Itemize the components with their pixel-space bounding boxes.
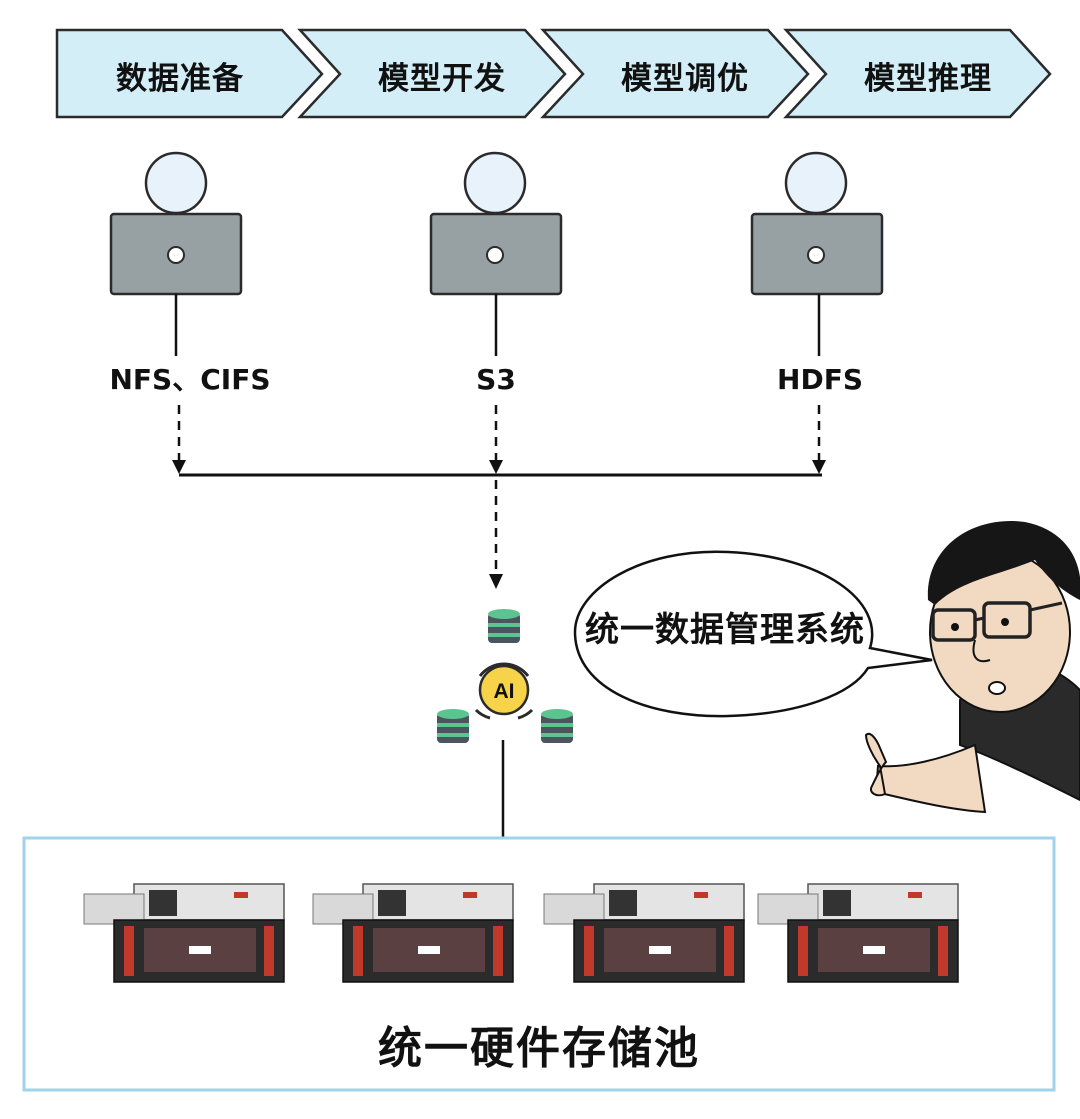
speech-bubble-text: 统一数据管理系统 — [585, 610, 865, 650]
user-head-icon — [144, 151, 208, 215]
database-icon-right — [541, 709, 573, 743]
hair — [927, 521, 1080, 605]
ai-label: AI — [494, 680, 515, 703]
user-laptop-3 — [750, 151, 884, 356]
stage-arrow-1 — [55, 28, 324, 119]
stage-label-model-inference: 模型推理 — [864, 61, 992, 97]
glasses-left-lens — [931, 608, 977, 642]
laptop-logo — [807, 246, 825, 264]
glasses-right-lens — [982, 601, 1032, 639]
ai-data-hub: AI — [437, 609, 573, 838]
storage-pool-title: 统一硬件存储池 — [378, 1023, 700, 1074]
user-head-icon — [463, 151, 527, 215]
pointing-hand-icon — [864, 732, 888, 797]
speech-bubble — [573, 550, 933, 718]
storage-server-3 — [543, 883, 745, 983]
arrow-heads — [172, 460, 826, 589]
user-laptop-2 — [429, 151, 563, 356]
dashed-arrows — [177, 405, 821, 574]
storage-pool-frame — [22, 836, 1056, 1092]
storage-server-1 — [83, 883, 285, 983]
mouth — [988, 681, 1006, 695]
protocol-label-nfs-cifs: NFS、CIFS — [109, 363, 271, 396]
laptop-logo — [486, 246, 504, 264]
presenter-character — [864, 521, 1080, 814]
servers — [83, 883, 959, 983]
stage-arrow-2 — [297, 28, 567, 119]
stage-label-model-tuning: 模型调优 — [621, 61, 749, 97]
stage-label-data-prep: 数据准备 — [116, 61, 244, 97]
database-icon-top — [488, 609, 520, 643]
protocol-label-hdfs: HDFS — [777, 363, 863, 396]
stage-arrow-4 — [783, 28, 1052, 119]
user-head-icon — [784, 151, 848, 215]
database-icon-left — [437, 709, 469, 743]
stage-bar — [55, 28, 1052, 119]
ai-badge-icon — [478, 664, 530, 716]
laptop-logo — [167, 246, 185, 264]
storage-server-2 — [312, 883, 514, 983]
storage-server-4 — [757, 883, 959, 983]
stage-arrow-3 — [540, 28, 810, 119]
user-laptop-1 — [109, 151, 243, 356]
protocol-label-s3: S3 — [476, 363, 516, 396]
stage-label-model-dev: 模型开发 — [378, 61, 506, 97]
arm — [874, 743, 987, 814]
